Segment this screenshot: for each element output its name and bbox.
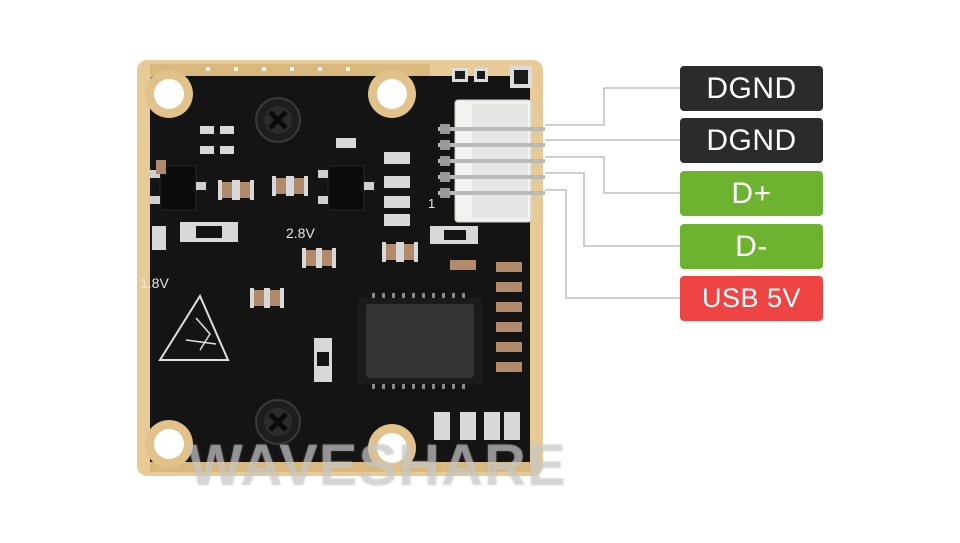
top-components	[452, 66, 532, 88]
screws	[255, 97, 301, 445]
passive-components	[152, 126, 522, 440]
pin-label-usb-5v: USB 5V	[680, 276, 823, 321]
silk-pin1: 1	[428, 196, 435, 211]
silk-2v8: 2.8V	[286, 225, 315, 241]
esd-warning-icon	[158, 293, 230, 361]
usb-controller-chip	[358, 293, 482, 389]
brand-watermark: WAVESHARE	[188, 433, 567, 498]
pin-label-dgnd-1: DGND	[680, 66, 823, 111]
mounting-holes	[145, 70, 416, 472]
pin-label-d-minus: D-	[680, 224, 823, 269]
pin-label-dgnd-2: DGND	[680, 118, 823, 163]
leader-lines	[545, 87, 680, 299]
connector	[438, 99, 545, 223]
silk-1v8: 1.8V	[140, 275, 169, 291]
regulators	[150, 165, 374, 211]
pin-label-d-plus: D+	[680, 171, 823, 216]
